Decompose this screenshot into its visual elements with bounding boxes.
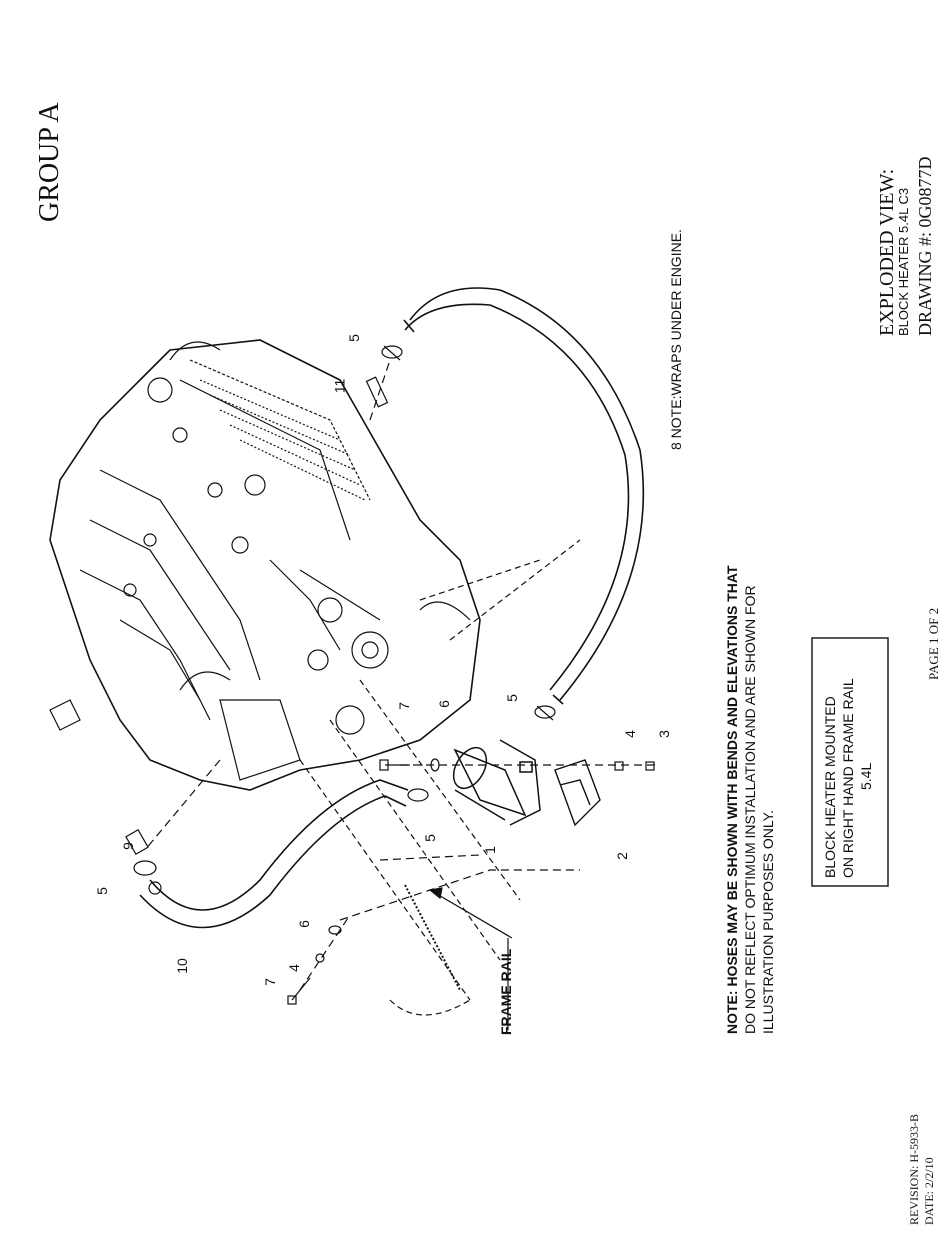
callout-3: 3: [655, 730, 672, 738]
callout-7-left: 7: [261, 978, 278, 986]
hoses-note-line1: NOTE: HOSES MAY BE SHOWN WITH BENDS AND …: [724, 565, 740, 1034]
clamp-5-top: [381, 345, 403, 361]
callout-5-mid: 5: [503, 694, 520, 702]
date-label: DATE: 2/2/10: [922, 1157, 936, 1225]
callout-2: 2: [613, 852, 630, 860]
page-number: PAGE 1 OF 2: [926, 607, 941, 680]
hoses-note-line3: ILLUSTRATION PURPOSES ONLY.: [760, 809, 776, 1034]
nut-3: [645, 761, 655, 771]
engine-block: [49, 339, 481, 791]
clamp-5-heater: [407, 788, 429, 802]
box-note-line3: 5.4L: [858, 762, 874, 790]
washer-6-left: [328, 925, 342, 935]
callout-9: 9: [119, 842, 136, 850]
callout-6-left: 6: [295, 920, 312, 928]
hose-8: [403, 287, 645, 705]
frame-rail-label: FRAME RAIL: [498, 948, 514, 1035]
clamp-5-left: [133, 860, 162, 895]
group-label: GROUP A: [34, 102, 65, 222]
block-heater-1: [452, 739, 541, 826]
fitting-11: [365, 376, 389, 408]
callout-11: 11: [331, 378, 348, 394]
box-note-frame: [811, 637, 889, 887]
callout-5-left: 5: [93, 887, 110, 895]
bracket-2: [554, 759, 601, 827]
frame-rail: [299, 539, 581, 1016]
callout-5-top: 5: [345, 334, 362, 342]
hose-10: [139, 779, 409, 929]
nut-4-right: [614, 761, 624, 771]
view-subject: BLOCK HEATER 5.4L C3: [896, 187, 911, 336]
callout-4-left: 4: [285, 964, 302, 972]
fitting-9: [125, 829, 149, 855]
callout-5-heater: 5: [421, 834, 438, 842]
clamp-5-mid: [534, 705, 556, 721]
frame-rail-leader: [429, 889, 513, 939]
drawing-number: DRAWING #: 0G0877D: [915, 156, 935, 336]
callout-1: 1: [481, 846, 498, 854]
box-note-line2: ON RIGHT HAND FRAME RAIL: [840, 678, 856, 878]
bolt-7-left: [287, 977, 311, 1005]
box-note-line1: BLOCK HEATER MOUNTED: [822, 696, 838, 878]
hoses-note-line2: DO NOT REFLECT OPTIMUM INSTALLATION AND …: [742, 585, 758, 1034]
nut-4-left: [315, 953, 325, 963]
callout-7-right: 7: [395, 702, 412, 710]
callout-10: 10: [173, 958, 190, 974]
callout-6-right: 6: [435, 700, 452, 708]
revision-label: REVISION: H-5933-B: [907, 1114, 921, 1225]
callout-4-right: 4: [621, 730, 638, 738]
wraps-note: 8 NOTE:WRAPS UNDER ENGINE.: [668, 229, 684, 450]
